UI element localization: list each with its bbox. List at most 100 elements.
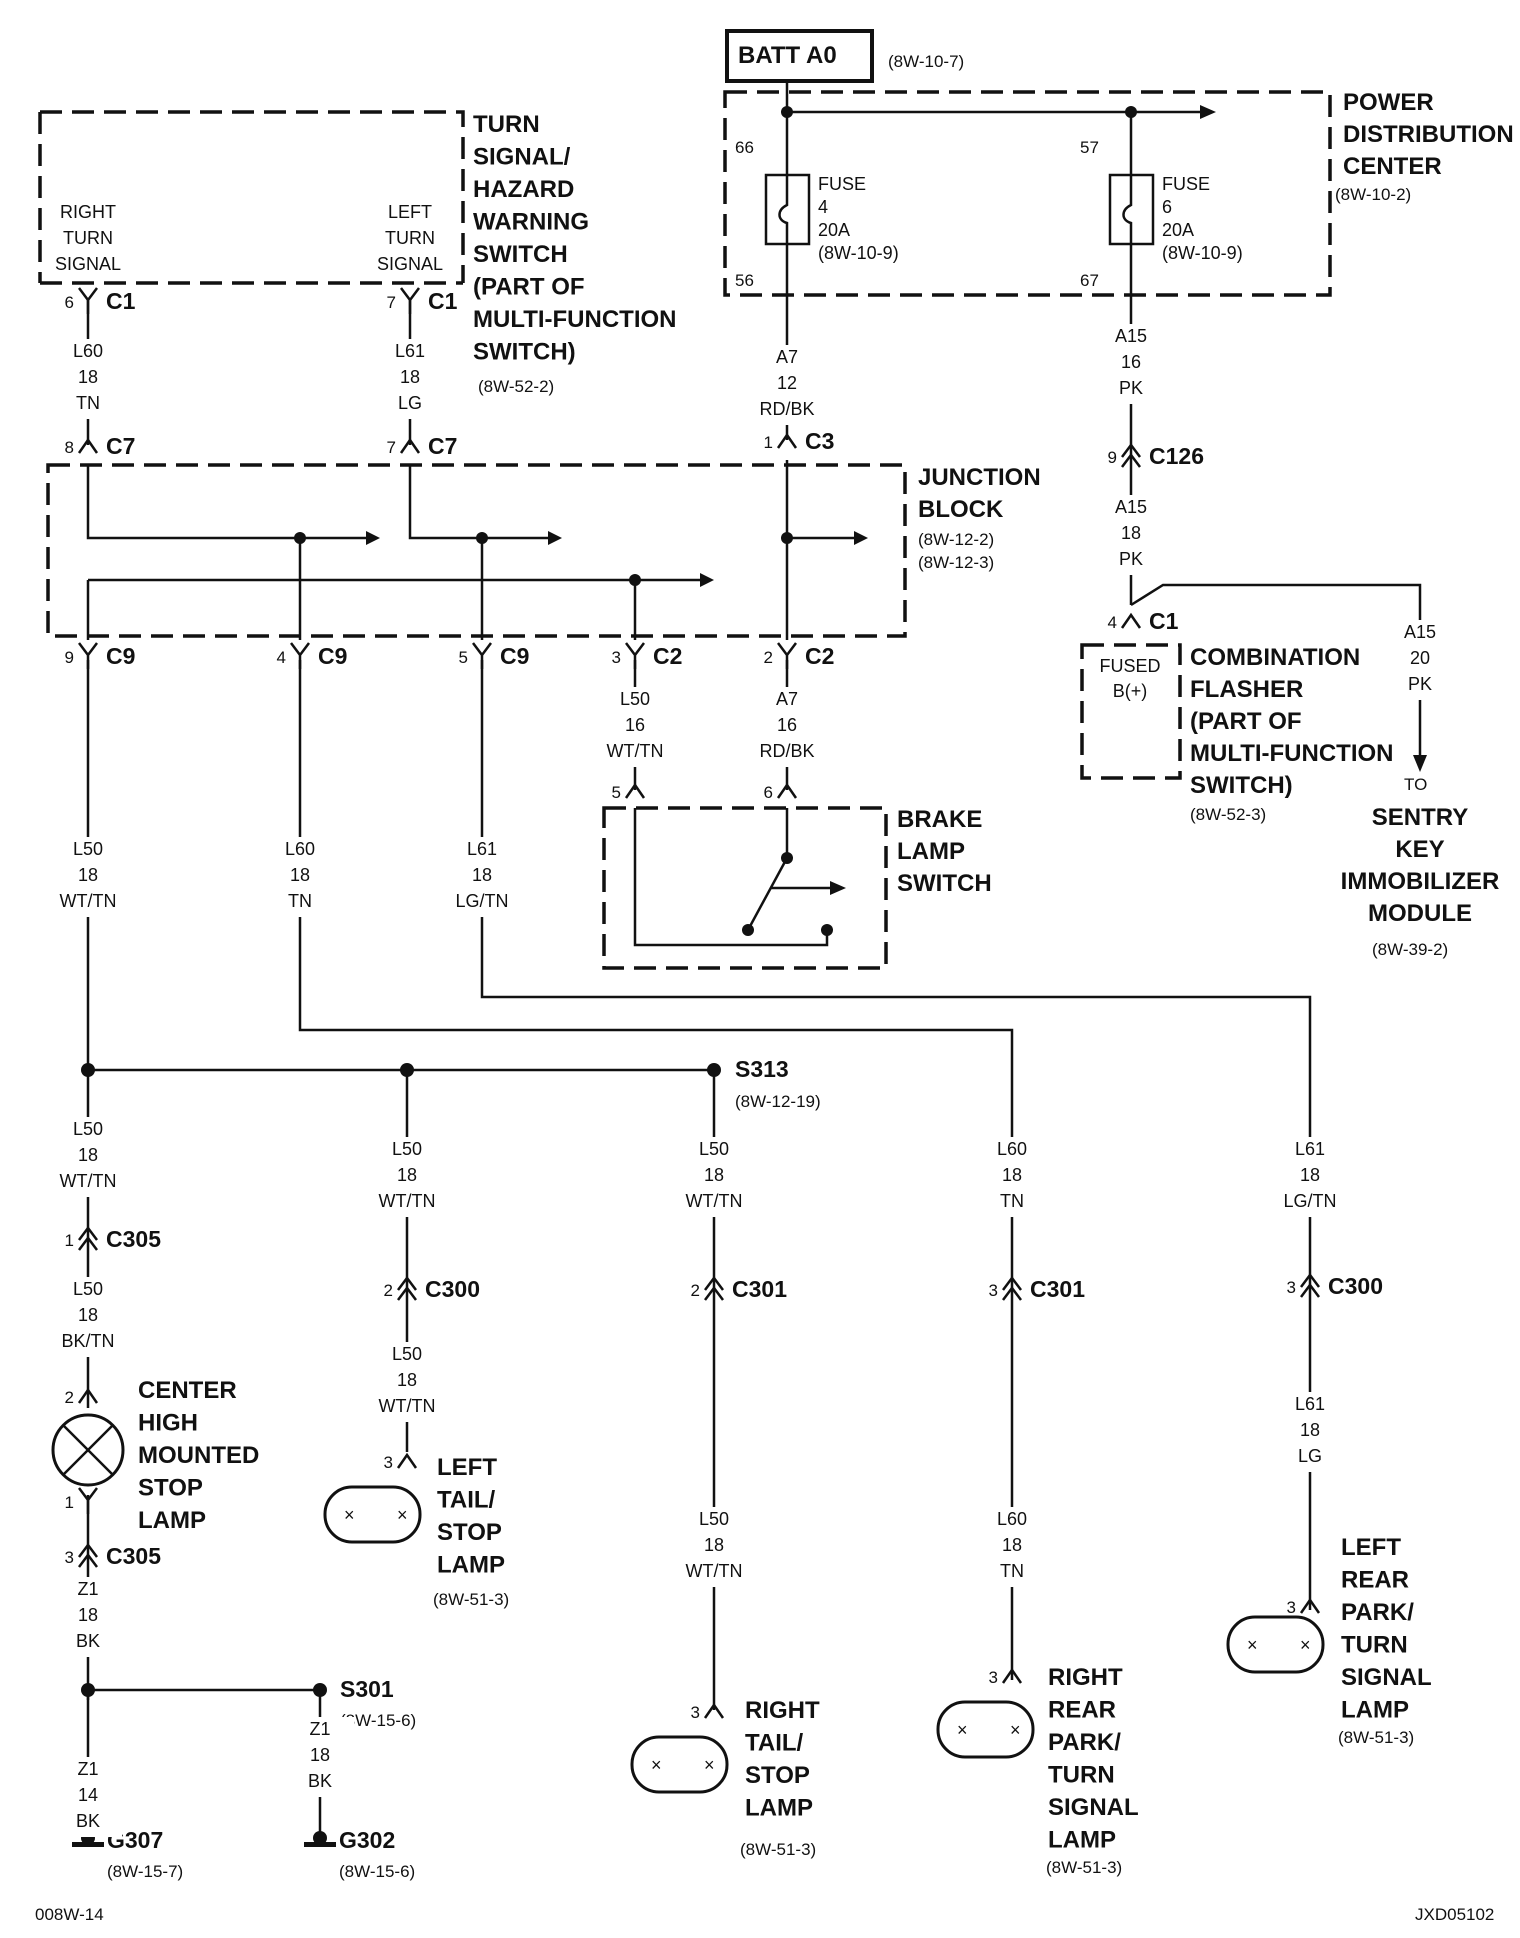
flasher-label-0: COMBINATION — [1190, 644, 1360, 671]
pdc-label-1: DISTRIBUTION — [1343, 121, 1514, 148]
left-tail-lamp-icon: ×× — [323, 1485, 422, 1544]
wire-label-bg — [680, 1137, 748, 1217]
connector-c2_3-symbol — [625, 642, 645, 669]
wire-w_l50_bktn-1: 18 — [78, 1305, 98, 1325]
wire-w_l50_rts-1: 18 — [704, 1535, 724, 1555]
connector-rts_3-pin: 3 — [691, 1703, 700, 1722]
svg-text:×: × — [957, 1720, 968, 1740]
connector-c300_3-pin: 3 — [1287, 1278, 1296, 1297]
wire-w_l60_top-2: TN — [76, 393, 100, 413]
wire-w_l60_rrp-2: TN — [1000, 1561, 1024, 1581]
wire-w_z1_18a-0: Z1 — [77, 1579, 98, 1599]
wire-label-bg — [266, 837, 334, 917]
connector-c1_right-symbol — [78, 287, 98, 314]
wire-w_l50_bs-0: L50 — [620, 689, 650, 709]
right-turn-signal-label-0: RIGHT — [60, 202, 116, 222]
turn-switch-label-7: SWITCH) — [473, 339, 576, 366]
chmsl-bulb-icon — [51, 1413, 125, 1487]
chmsl-label-1: HIGH — [138, 1410, 198, 1437]
wire-label-bg — [1276, 1392, 1344, 1472]
right-turn-signal-label-1: TURN — [63, 228, 113, 248]
wire-w_l50_lts-2: WT/TN — [379, 1396, 436, 1416]
left-turn-signal-label-2: SIGNAL — [377, 254, 443, 274]
s313-ref: (8W-12-19) — [735, 1092, 821, 1111]
wire-w_l61_mid-2: LG/TN — [455, 891, 508, 911]
left-rear-label-4: SIGNAL — [1341, 1664, 1432, 1691]
wire-w_l50_bs-1: 16 — [625, 715, 645, 735]
connector-c305_1-pin: 1 — [65, 1231, 74, 1250]
connector-c1_left-pin: 7 — [387, 293, 396, 312]
lamp-symbols: ×× ×× ×× ×× — [51, 1413, 1325, 1794]
connector-rrp_3-symbol — [1001, 1667, 1023, 1684]
wire-w_l61_c300-2: LG/TN — [1283, 1191, 1336, 1211]
connector-chmsl_2-symbol — [77, 1387, 99, 1404]
wire-w_l50_c305-0: L50 — [73, 1119, 103, 1139]
wire-w_z1_14-0: Z1 — [77, 1759, 98, 1779]
connector-c301_2-symbol — [704, 1275, 724, 1301]
flasher-ref: (8W-52-3) — [1190, 805, 1266, 824]
wire-w_l50_mid-1: 18 — [78, 865, 98, 885]
fuse6-label-0: FUSE — [1162, 174, 1210, 194]
left-rear-label-1: REAR — [1341, 1567, 1409, 1594]
connector-c301_3-pin: 3 — [989, 1281, 998, 1300]
connector-c3_1-symbol — [776, 432, 798, 449]
wire-w_a7_top-2: RD/BK — [759, 399, 814, 419]
connector-chmsl_1-pin: 1 — [65, 1493, 74, 1512]
brake-switch-label-0: BRAKE — [897, 806, 982, 833]
wire-w_l61_lg-1: 18 — [1300, 1420, 1320, 1440]
connector-lts_3-pin: 3 — [384, 1453, 393, 1472]
connector-c1_right-name: C1 — [106, 288, 136, 314]
wire-w_l50_bs-2: WT/TN — [607, 741, 664, 761]
wire-w_l50_c301-1: 18 — [704, 1165, 724, 1185]
right-tail-label-2: STOP — [745, 1762, 810, 1789]
wire-w_l50_c301-2: WT/TN — [686, 1191, 743, 1211]
wire-w_l50_c300-2: WT/TN — [379, 1191, 436, 1211]
left-rear-label-5: LAMP — [1341, 1697, 1409, 1724]
wire-label-bg — [373, 1137, 441, 1217]
connector-c9_5-name: C9 — [500, 643, 529, 669]
pdc-outline — [723, 90, 1332, 297]
wire-w_l61_c300-0: L61 — [1295, 1139, 1325, 1159]
turn-switch-outline — [38, 110, 465, 285]
connector-c7_7-symbol — [399, 437, 421, 454]
connector-c2_2-pin: 2 — [764, 648, 773, 667]
fuse6-pin-in: 57 — [1080, 138, 1099, 157]
connector-c7_8-symbol — [77, 437, 99, 454]
wire-w_l60_c301-0: L60 — [997, 1139, 1027, 1159]
wire-w_l50_lts-0: L50 — [392, 1344, 422, 1364]
wire-label-bg — [54, 339, 122, 419]
brake-switch-label-2: SWITCH — [897, 870, 992, 897]
connector-c300_2-name: C300 — [425, 1276, 480, 1302]
flasher-outline — [1080, 643, 1182, 780]
wire-w_a15_a-1: 16 — [1121, 352, 1141, 372]
pdc-ref: (8W-10-2) — [1335, 185, 1411, 204]
connector-c1_fl-name: C1 — [1149, 608, 1179, 634]
wire-w_l50_bktn-0: L50 — [73, 1279, 103, 1299]
wire-label-bg — [54, 1757, 122, 1837]
svg-text:×: × — [344, 1505, 355, 1525]
fuse4-label-1: 4 — [818, 197, 828, 217]
wire-w_a15_c-0: A15 — [1404, 622, 1436, 642]
left-tail-label-2: STOP — [437, 1519, 502, 1546]
pdc-label-2: CENTER — [1343, 153, 1442, 180]
wire-w_a15_b-0: A15 — [1115, 497, 1147, 517]
connector-c1_left-symbol — [400, 287, 420, 314]
fuse4-label-3: (8W-10-9) — [818, 243, 899, 263]
wire-w_a7_bs-2: RD/BK — [759, 741, 814, 761]
wire-w_l60_c301-1: 18 — [1002, 1165, 1022, 1185]
wire-label-bg — [286, 1717, 354, 1797]
wire-w_l61_lg-0: L61 — [1295, 1394, 1325, 1414]
connector-chmsl_2-pin: 2 — [65, 1388, 74, 1407]
sentry-label-3: MODULE — [1368, 900, 1472, 927]
fuse4-pin-out: 56 — [735, 271, 754, 290]
wire-w_l61_top-2: LG — [398, 393, 422, 413]
wire-w_a15_a-0: A15 — [1115, 326, 1147, 346]
wire-w_a7_top-0: A7 — [776, 347, 798, 367]
connector-c9_4-name: C9 — [318, 643, 347, 669]
fuse6-label-3: (8W-10-9) — [1162, 243, 1243, 263]
sentry-to: TO — [1404, 775, 1427, 794]
wire-label-bg — [1386, 620, 1454, 700]
flasher-terminal-label-1: B(+) — [1113, 681, 1148, 701]
wire-label-bg — [54, 1117, 122, 1197]
